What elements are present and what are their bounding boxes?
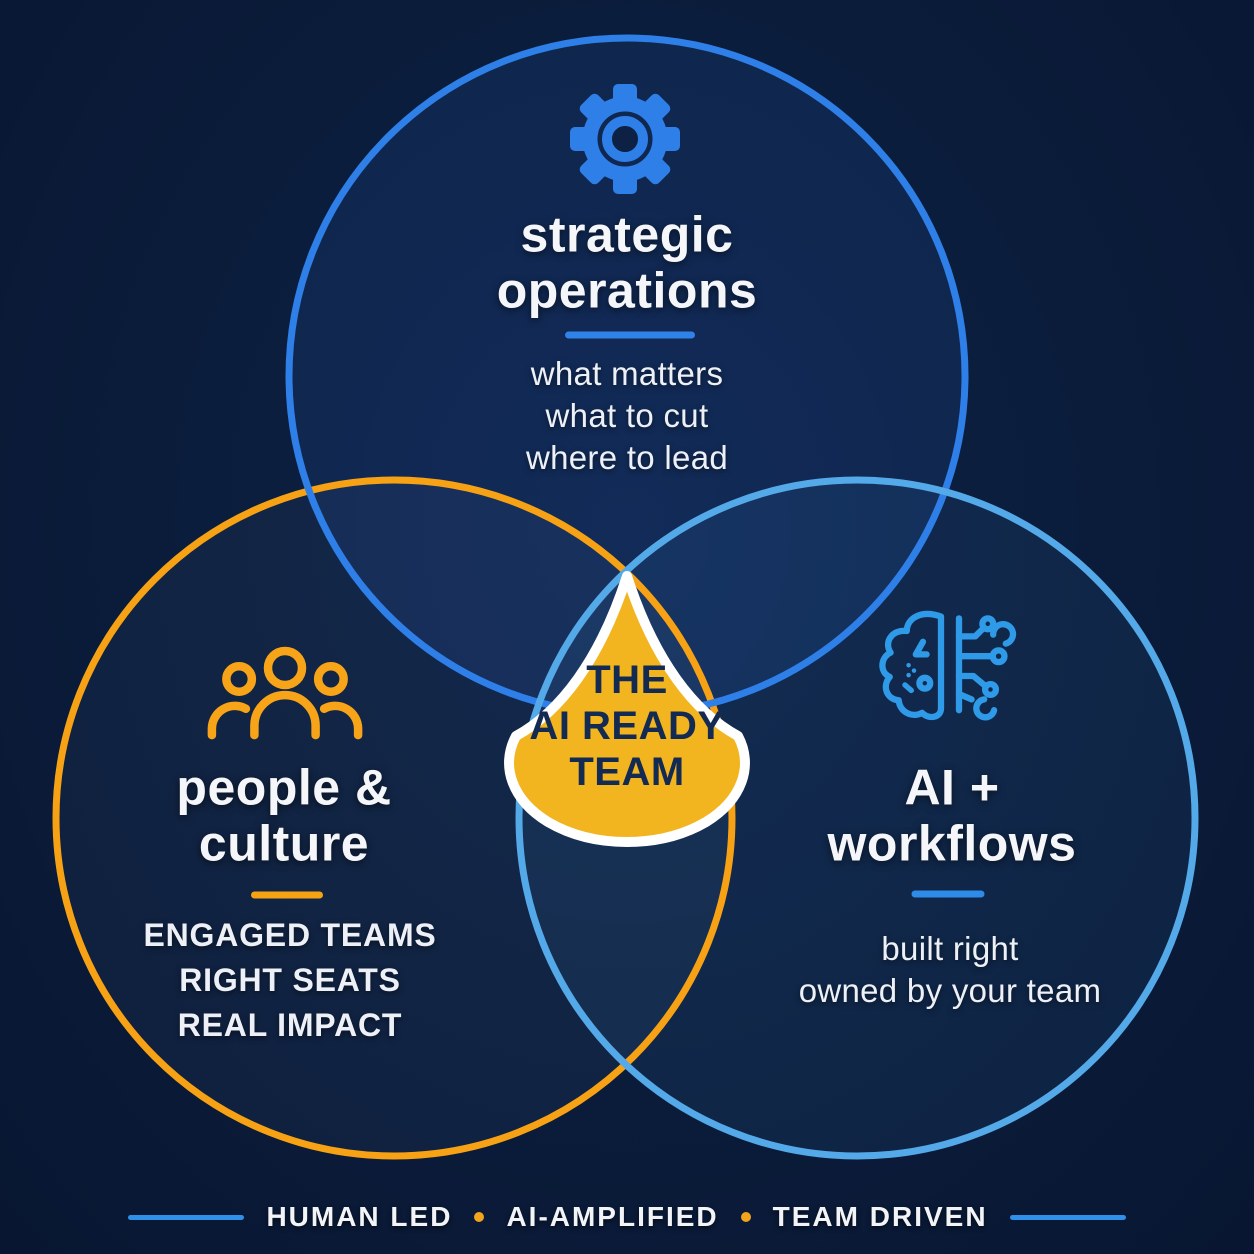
footer-line-right xyxy=(1009,1214,1126,1220)
footer-line-left xyxy=(128,1214,245,1220)
right-circle-title: AI + workflows xyxy=(827,759,1077,871)
footer-dot-icon xyxy=(474,1212,485,1222)
center-badge-label: THE AI READY TEAM xyxy=(529,658,725,794)
footer-dot-icon xyxy=(740,1212,751,1222)
left-circle-title: people & culture xyxy=(176,759,392,871)
left-circle-outline xyxy=(52,476,736,1160)
gear-icon xyxy=(570,84,680,194)
left-circle-divider xyxy=(251,891,323,899)
left-circle-items: ENGAGED TEAMS RIGHT SEATS REAL IMPACT xyxy=(143,916,437,1043)
footer-item-human-led: HUMAN LED xyxy=(266,1201,453,1232)
right-circle-divider xyxy=(911,890,985,898)
top-circle-divider xyxy=(565,331,695,339)
top-circle-items: what matters what to cut where to lead xyxy=(525,355,729,476)
top-circle-title: strategic operations xyxy=(496,206,758,318)
footer-item-team-driven: TEAM DRIVEN xyxy=(772,1201,988,1232)
footer-item-ai-amplified: AI-AMPLIFIED xyxy=(506,1201,719,1232)
ai-brain-icon xyxy=(879,610,1017,721)
right-circle-items: built right owned by your team xyxy=(798,930,1102,1009)
right-circle-outline xyxy=(515,476,1199,1160)
people-icon xyxy=(207,646,363,740)
top-circle-fill xyxy=(289,38,965,714)
footer-tagline: HUMAN LED AI-AMPLIFIED TEAM DRIVEN xyxy=(0,1201,1254,1233)
center-badge-shape xyxy=(504,571,750,847)
